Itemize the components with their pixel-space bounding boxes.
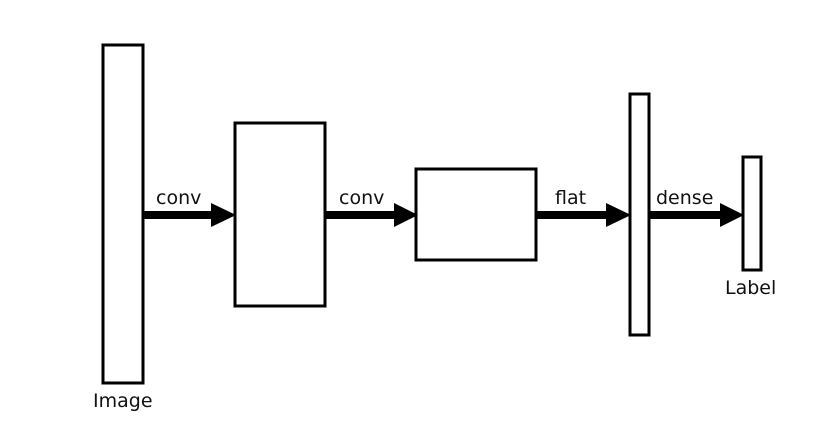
conv1-feature-block xyxy=(233,121,327,308)
conv1-edge-label: conv xyxy=(156,187,201,209)
dense-arrow xyxy=(649,203,744,227)
image-block xyxy=(101,43,145,385)
flat-vector-block xyxy=(628,92,651,337)
label-block xyxy=(741,155,763,272)
conv2-arrow xyxy=(325,203,418,227)
label-node-label: Label xyxy=(725,277,776,299)
conv2-feature-block xyxy=(414,167,538,262)
flat-edge-label: flat xyxy=(555,187,586,209)
conv1-arrow xyxy=(143,203,236,227)
image-node-label: Image xyxy=(93,390,153,412)
dense-edge-label: dense xyxy=(656,187,713,209)
conv2-edge-label: conv xyxy=(339,187,384,209)
flat-arrow xyxy=(536,203,631,227)
